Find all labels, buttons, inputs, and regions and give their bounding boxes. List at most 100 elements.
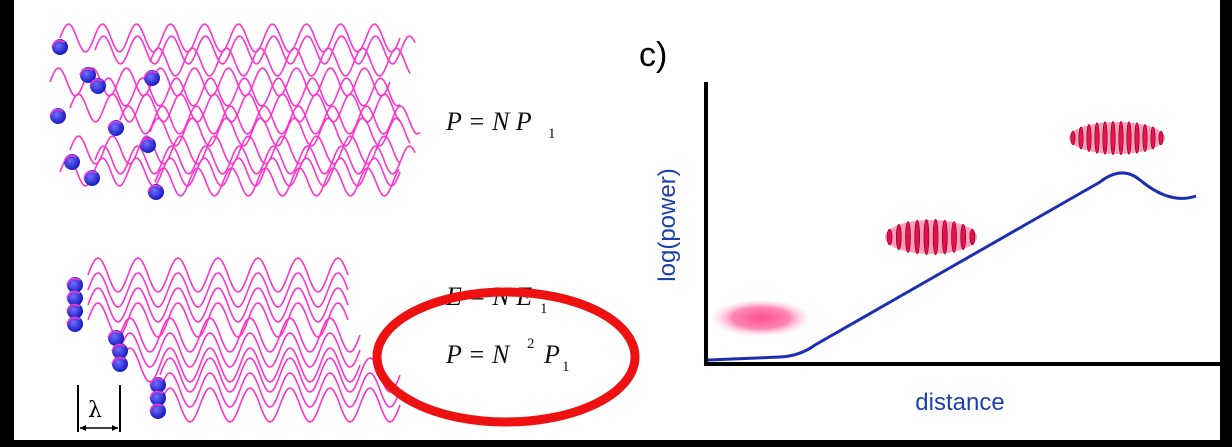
bunch-slice (905, 221, 911, 253)
electron-dot (80, 67, 96, 83)
wave-emission-start (149, 377, 164, 386)
coherent-wave (119, 332, 361, 368)
coherent-wave (119, 347, 361, 383)
random-phase-wave (49, 67, 391, 97)
wave-emission-start (66, 290, 81, 299)
coherent-wave (87, 257, 349, 293)
electron-dot (140, 137, 156, 153)
wave-emission-start (83, 170, 98, 179)
coherent-wave (87, 302, 349, 338)
bunch-slice (951, 221, 957, 253)
bunch-slice (969, 228, 976, 246)
electron-dot (150, 390, 166, 406)
bunch-slice (895, 224, 902, 251)
random-phase-wave (94, 35, 416, 65)
electron-dot (148, 184, 164, 200)
bunch-slice (886, 228, 893, 246)
wave-emission-start (66, 316, 81, 325)
bunch-slice (960, 224, 967, 251)
wave-emission-start (63, 154, 78, 163)
wave-emission-start (111, 356, 126, 365)
bunch-slice (1118, 121, 1124, 156)
wave-emission-start (111, 343, 126, 352)
bunch-slice (1102, 121, 1108, 155)
wave-emission-start (149, 403, 164, 412)
power-curve (707, 171, 1197, 362)
coherent-wave (159, 387, 401, 423)
bunch-microbunching (885, 218, 977, 256)
equation-p-n-p1: P = N P (445, 107, 532, 136)
bunch-slice (1094, 122, 1100, 154)
bunch-slice (1110, 121, 1116, 156)
electron-dot (108, 120, 124, 136)
bunch-slice (1078, 126, 1084, 150)
random-phase-wave (149, 47, 411, 77)
wave-emission-start (107, 120, 122, 129)
wave-emission-start (143, 70, 158, 79)
random-phase-wave (59, 23, 401, 53)
random-phase-wave (119, 105, 421, 135)
lambda-label: λ (88, 398, 102, 423)
bunch-slice (1134, 122, 1140, 154)
electron-dot (67, 303, 83, 319)
coherent-wave (87, 272, 349, 308)
electron-dot (67, 277, 83, 293)
bunch-uncorrelated (713, 300, 809, 336)
electron-dot (52, 39, 68, 55)
random-phase-wave (149, 117, 411, 147)
bunch-saturated (1069, 121, 1165, 156)
bunch-slice (1086, 124, 1092, 152)
wave-emission-start (49, 108, 64, 117)
equation2-sub: 1 (562, 359, 570, 375)
electron-dot (84, 170, 100, 186)
equation-incoherent: P = N P 1 (445, 107, 556, 142)
random-phase-wave (94, 145, 416, 175)
equation-p-n2: P = N (445, 340, 511, 369)
bunch-slice (1150, 126, 1156, 150)
electron-dot (90, 78, 106, 94)
figure-panel (14, 0, 1220, 440)
bunch-slice (1158, 131, 1164, 146)
coherent-wave-group (66, 257, 401, 423)
wave-emission-start (79, 67, 94, 76)
wave-emission-start (139, 137, 154, 146)
incoherent-wave-group (49, 23, 421, 200)
random-phase-wave (154, 167, 400, 197)
bunch-slice (941, 219, 948, 255)
equation-sub: 1 (548, 126, 556, 142)
bunch-slice (914, 219, 921, 255)
wavelength-marker: λ (77, 385, 121, 432)
random-phase-wave (59, 157, 401, 187)
electron-dot (150, 403, 166, 419)
electron-dot (112, 356, 128, 372)
bunch-slice (923, 218, 930, 256)
y-axis-label: log(power) (654, 168, 681, 281)
panel-letter: c) (639, 36, 667, 74)
electron-dot (64, 154, 80, 170)
plot-axes (704, 82, 1220, 366)
electron-dot (67, 290, 83, 306)
wave-emission-start (149, 390, 164, 399)
coherent-wave (159, 372, 401, 408)
equation2-tail: P (543, 340, 560, 369)
electron-dot (150, 377, 166, 393)
equation1-sub: 1 (540, 301, 548, 317)
bunch-slice (1070, 131, 1076, 146)
x-axis-label: distance (915, 389, 1004, 416)
coherent-wave (119, 317, 361, 353)
highlight-ellipse (372, 287, 640, 427)
random-phase-wave (69, 93, 401, 123)
wave-emission-start (51, 39, 66, 48)
electron-dot (144, 70, 160, 86)
wave-emission-start (107, 330, 122, 339)
wave-emission-start (89, 78, 104, 87)
bunch-slice (1126, 121, 1132, 155)
bunch-slice (932, 218, 939, 256)
wave-emission-start (147, 184, 162, 193)
electron-dot (108, 330, 124, 346)
coherent-wave (159, 357, 401, 393)
random-phase-wave (99, 77, 401, 107)
coherent-wave (87, 287, 349, 323)
